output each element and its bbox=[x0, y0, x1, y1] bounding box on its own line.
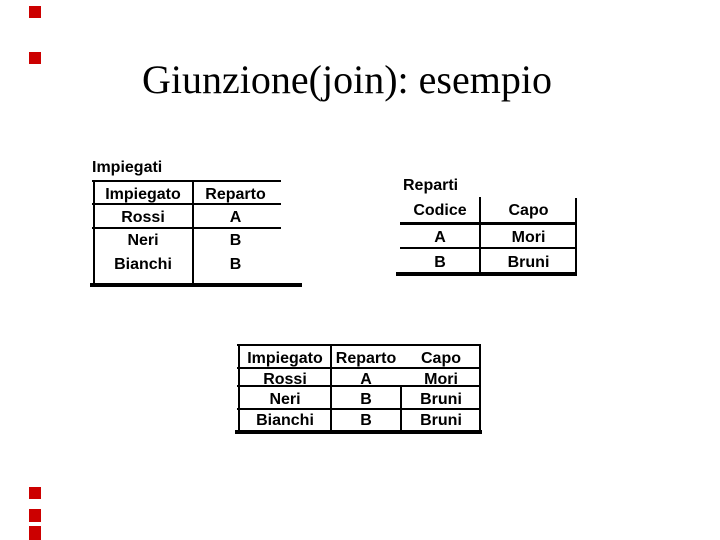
table-cell: Rossi bbox=[121, 209, 165, 226]
column-header: Capo bbox=[421, 350, 461, 367]
impiegati-column-divider bbox=[192, 180, 194, 285]
table-cell: Bruni bbox=[507, 254, 550, 271]
table-cell: Mori bbox=[511, 229, 546, 246]
red-dash-icon bbox=[29, 487, 41, 499]
table-cell: Bianchi bbox=[256, 412, 314, 429]
reparti-row-rule bbox=[400, 247, 577, 249]
red-dash-icon bbox=[29, 509, 41, 522]
table-cell: Bruni bbox=[420, 391, 462, 408]
reparti-border-right bbox=[575, 198, 577, 276]
result-border-left bbox=[238, 344, 240, 434]
result-column-divider-partial bbox=[400, 386, 402, 434]
column-header: Impiegato bbox=[247, 350, 323, 367]
impiegati-border-top bbox=[92, 180, 281, 182]
column-header: Reparto bbox=[335, 350, 397, 367]
column-header: Codice bbox=[413, 202, 467, 219]
result-border-bottom bbox=[235, 430, 482, 434]
red-dash-icon bbox=[29, 52, 41, 64]
reparti-column-divider bbox=[479, 197, 481, 276]
table-cell: Neri bbox=[127, 232, 159, 249]
table-cell: B bbox=[360, 412, 372, 429]
result-border-right bbox=[479, 345, 481, 434]
column-header: Impiegato bbox=[105, 186, 181, 203]
table-cell: B bbox=[229, 232, 242, 249]
table-cell: B bbox=[229, 256, 242, 273]
result-row-rule bbox=[237, 408, 481, 410]
reparti-table-label: Reparti bbox=[403, 177, 459, 194]
table-cell: A bbox=[360, 371, 372, 388]
red-dash-icon bbox=[29, 6, 41, 18]
result-column-divider bbox=[330, 344, 332, 434]
table-cell: A bbox=[229, 209, 242, 226]
table-cell: Neri bbox=[269, 391, 301, 408]
impiegati-table-label: Impiegati bbox=[92, 159, 163, 176]
red-dash-icon bbox=[29, 526, 41, 540]
reparti-header-rule bbox=[400, 222, 577, 225]
result-row-rule bbox=[237, 385, 481, 387]
table-cell: Mori bbox=[424, 371, 458, 388]
impiegati-header-rule bbox=[92, 203, 281, 205]
table-cell: Bianchi bbox=[114, 256, 172, 273]
result-border-top bbox=[237, 344, 481, 346]
table-cell: B bbox=[434, 254, 446, 271]
table-cell: A bbox=[434, 229, 446, 246]
reparti-border-bottom bbox=[396, 272, 577, 276]
column-header: Reparto bbox=[205, 186, 266, 203]
page-title: Giunzione(join): esempio bbox=[142, 57, 552, 102]
table-cell: Rossi bbox=[263, 371, 307, 388]
result-header-rule bbox=[237, 367, 481, 369]
impiegati-border-bottom bbox=[90, 283, 302, 287]
impiegati-row-rule bbox=[92, 227, 281, 229]
table-cell: B bbox=[360, 391, 372, 408]
impiegati-border-left bbox=[93, 180, 95, 285]
column-header: Capo bbox=[508, 202, 549, 219]
table-cell: Bruni bbox=[420, 412, 462, 429]
